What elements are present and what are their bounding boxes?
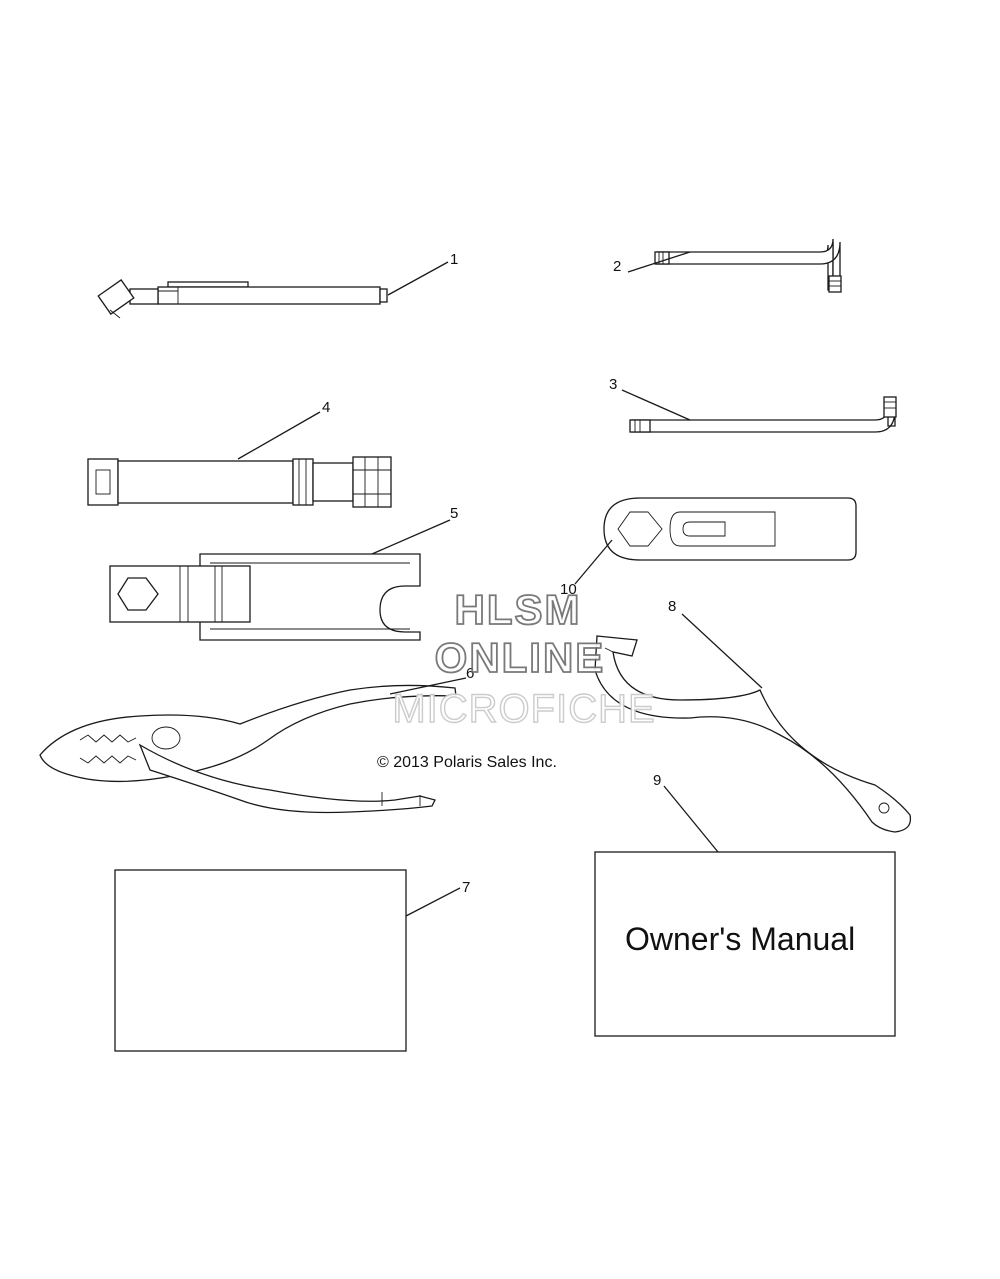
part-8-hook-spanner	[594, 635, 912, 833]
callout-3: 3	[609, 376, 617, 393]
part-9-owners-manual	[594, 851, 896, 1037]
callout-5: 5	[450, 505, 458, 522]
watermark-line1: HLSM	[455, 586, 582, 633]
callout-8: 8	[668, 598, 676, 615]
part-2-hex-key	[654, 238, 842, 293]
callout-7: 7	[462, 879, 470, 896]
callout-10: 10	[560, 581, 577, 598]
part-4-socket-tool	[87, 456, 392, 508]
copyright-notice: © 2013 Polaris Sales Inc.	[377, 754, 557, 771]
watermark: HLSM ONLINE MICROFICHE	[392, 585, 656, 732]
owners-manual-label: Owner's Manual	[625, 921, 855, 957]
watermark-line3: MICROFICHE	[392, 687, 655, 731]
part-6-pliers	[39, 684, 457, 814]
callout-2: 2	[613, 258, 621, 275]
callout-1: 1	[450, 251, 458, 268]
callout-4: 4	[322, 399, 330, 416]
part-5-fork-wrench	[109, 553, 421, 641]
part-7-card	[114, 869, 407, 1052]
watermark-line2: ONLINE	[435, 634, 606, 681]
callout-9: 9	[653, 772, 661, 789]
callout-6: 6	[466, 665, 474, 682]
part-3-hex-key-long	[629, 396, 897, 433]
part-1-tire-gauge	[97, 279, 388, 319]
leader-lines	[237, 251, 763, 917]
part-10-flat-wrench	[603, 497, 857, 561]
